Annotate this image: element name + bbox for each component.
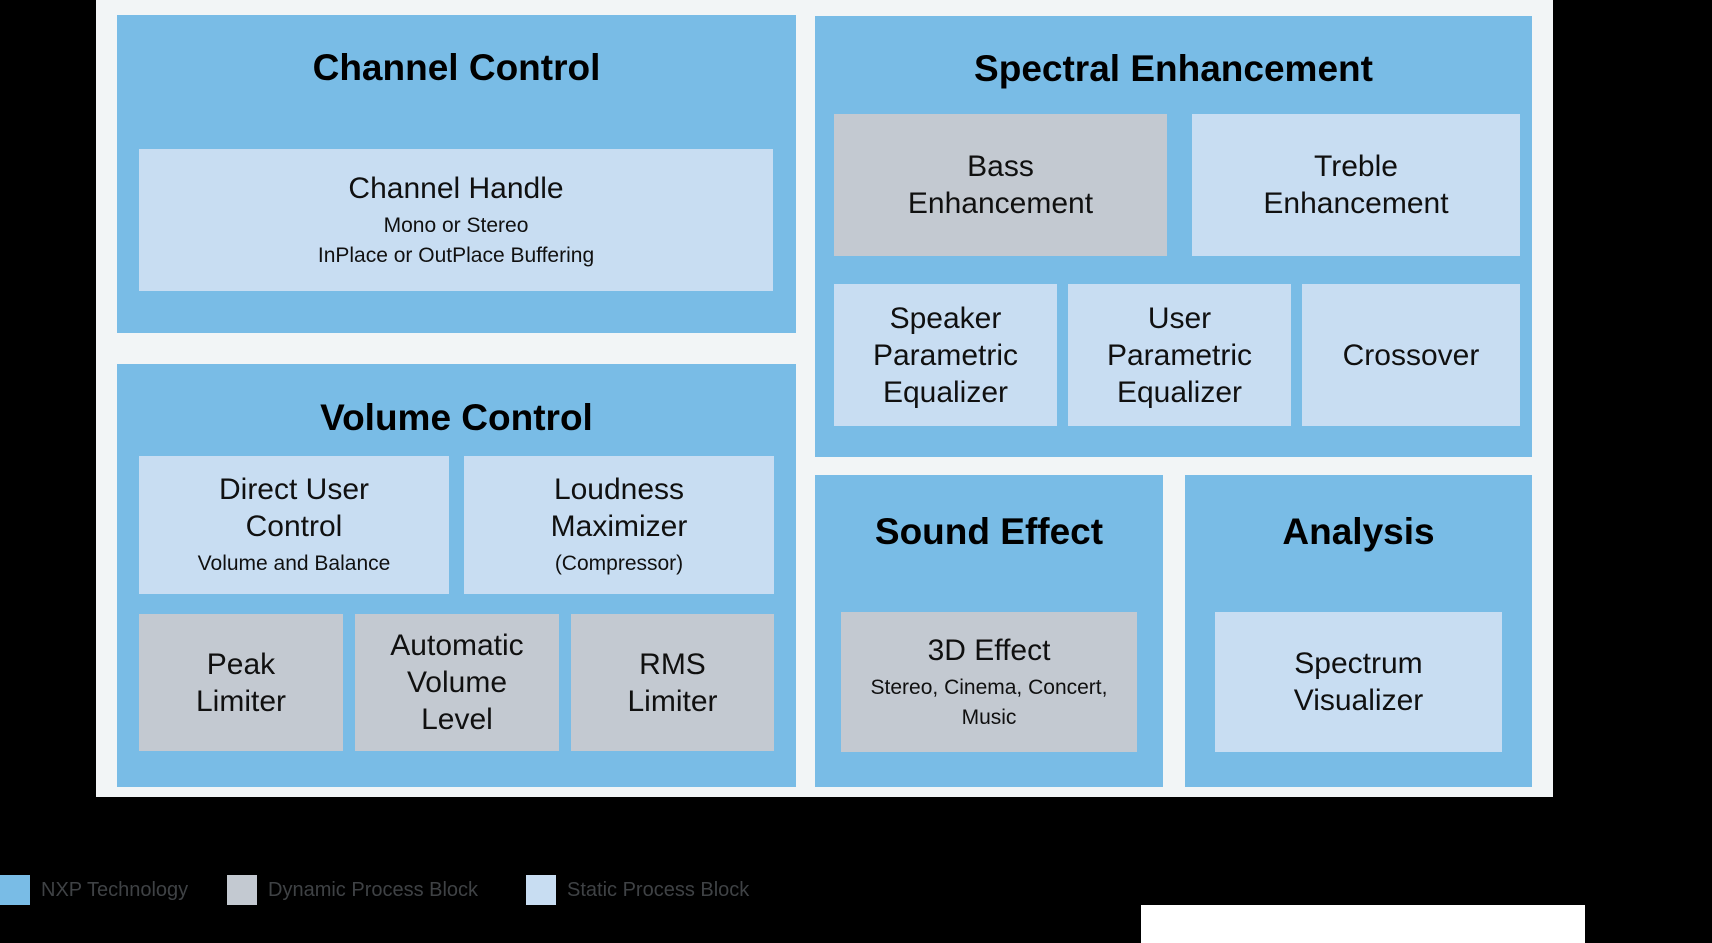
block-details-direct-user-control: Volume and Balance — [197, 552, 391, 575]
group-title-analysis: Analysis — [1282, 511, 1435, 552]
block-peak-limiter: Peak Limiter — [139, 614, 343, 751]
block-title-3d-effect: 3D Effect — [927, 633, 1051, 667]
block-title-peak-limiter: Peak Limiter — [195, 647, 286, 718]
block-title-channel-handle: Channel Handle — [348, 171, 564, 205]
legend-item-static-process-block: Static Process Block — [526, 875, 749, 905]
footer-white-rectangle — [1141, 905, 1585, 943]
block-title-rms-limiter: RMS Limiter — [627, 647, 718, 718]
group-channel-control: Channel Control Channel Handle Mono or S… — [117, 15, 796, 333]
block-direct-user-control: Direct User Control Volume and Balance — [139, 456, 449, 594]
legend-swatch-nxp-technology — [0, 875, 30, 905]
group-sound-effect: Sound Effect 3D Effect Stereo, Cinema, C… — [815, 475, 1163, 787]
block-speaker-parametric-equalizer: Speaker Parametric Equalizer — [834, 284, 1057, 426]
block-treble-enhancement: Treble Enhancement — [1192, 114, 1520, 256]
block-automatic-volume-level: Automatic Volume Level — [355, 614, 559, 751]
block-title-spectrum-visualizer: Spectrum Visualizer — [1293, 647, 1424, 717]
block-title-loudness-maximizer: Loudness Maximizer — [550, 473, 688, 543]
group-title-volume-control: Volume Control — [320, 397, 593, 438]
block-user-parametric-equalizer: User Parametric Equalizer — [1068, 284, 1291, 426]
block-title-crossover: Crossover — [1342, 338, 1480, 372]
group-volume-control: Volume Control Direct User Control Volum… — [117, 364, 796, 787]
legend-label-static-process-block: Static Process Block — [567, 879, 750, 901]
block-crossover: Crossover — [1302, 284, 1520, 426]
group-title-sound-effect: Sound Effect — [874, 511, 1104, 552]
legend-item-dynamic-process-block: Dynamic Process Block — [227, 875, 478, 905]
block-title-automatic-volume-level: Automatic Volume Level — [390, 629, 524, 736]
block-bass-enhancement: Bass Enhancement — [834, 114, 1167, 256]
block-title-bass-enhancement: Bass Enhancement — [907, 150, 1094, 220]
block-loudness-maximizer: Loudness Maximizer (Compressor) — [464, 456, 774, 594]
group-title-spectral-enhancement: Spectral Enhancement — [974, 48, 1373, 89]
legend-label-nxp-technology: NXP Technology — [41, 879, 189, 901]
group-title-channel-control: Channel Control — [312, 47, 601, 88]
block-title-speaker-parametric-equalizer: Speaker Parametric Equalizer — [872, 301, 1019, 409]
legend-item-nxp-technology: NXP Technology — [0, 875, 188, 905]
group-analysis: Analysis Spectrum Visualizer — [1185, 475, 1532, 787]
legend-label-dynamic-process-block: Dynamic Process Block — [268, 879, 479, 901]
diagram-panel: Channel Control Channel Handle Mono or S… — [96, 0, 1553, 797]
group-spectral-enhancement: Spectral Enhancement Bass Enhancement Tr… — [815, 16, 1532, 457]
legend-swatch-static-process-block — [526, 875, 556, 905]
block-spectrum-visualizer: Spectrum Visualizer — [1215, 612, 1502, 752]
block-rms-limiter: RMS Limiter — [571, 614, 774, 751]
block-title-user-parametric-equalizer: User Parametric Equalizer — [1106, 301, 1253, 409]
legend-swatch-dynamic-process-block — [227, 875, 257, 905]
block-details-3d-effect: Stereo, Cinema, Concert, Music — [870, 675, 1108, 729]
block-details-loudness-maximizer: (Compressor) — [554, 552, 684, 575]
block-3d-effect: 3D Effect Stereo, Cinema, Concert, Music — [841, 612, 1137, 752]
block-title-treble-enhancement: Treble Enhancement — [1263, 150, 1449, 220]
block-details-channel-handle: Mono or Stereo InPlace or OutPlace Buffe… — [317, 213, 595, 267]
block-title-direct-user-control: Direct User Control — [218, 473, 369, 543]
block-channel-handle: Channel Handle Mono or Stereo InPlace or… — [139, 149, 773, 291]
